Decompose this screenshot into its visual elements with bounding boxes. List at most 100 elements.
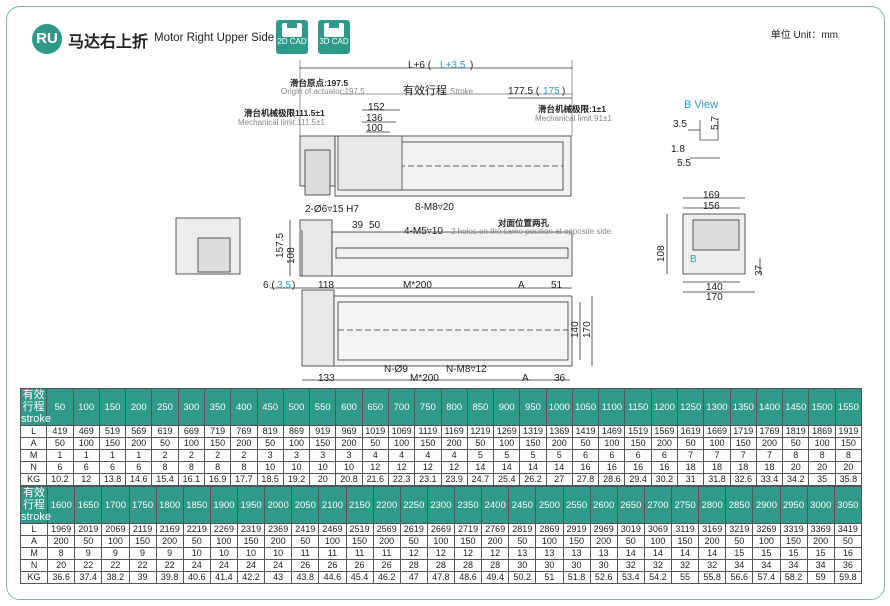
- stroke-header-cell: 300: [177, 388, 205, 426]
- table-cell: 50.2: [508, 571, 537, 584]
- table-cell: 12: [72, 473, 100, 486]
- table-cell: 20.8: [335, 473, 363, 486]
- table-cell: 2169: [155, 523, 184, 536]
- table-cell: 100: [72, 437, 100, 450]
- stroke-header-cell: 1300: [703, 388, 731, 426]
- table-cell: 40.6: [182, 571, 211, 584]
- table-cell: 150: [128, 535, 157, 548]
- table-cell: 11: [318, 547, 347, 560]
- table-cell: 969: [335, 425, 363, 438]
- table-cell: 2469: [318, 523, 347, 536]
- table-cell: 1119: [414, 425, 442, 438]
- stroke-header-cell: 2200: [372, 486, 401, 524]
- table-cell: 18: [677, 461, 705, 474]
- row-label: KG: [19, 473, 48, 486]
- row-label: N: [19, 461, 48, 474]
- table-cell: 10: [335, 461, 363, 474]
- dim-177-close: ): [562, 86, 565, 97]
- table-cell: 13: [535, 547, 564, 560]
- table-cell: 150: [729, 437, 757, 450]
- table-cell: 15: [779, 547, 808, 560]
- table-cell: 3119: [670, 523, 700, 536]
- table-cell: 1469: [598, 425, 626, 438]
- table-cell: 200: [125, 437, 153, 450]
- table-cell: 4: [440, 449, 468, 462]
- bv-35: 3.5: [277, 280, 291, 291]
- cad-2d-button[interactable]: 2D CAD: [276, 20, 308, 54]
- table-cell: 2319: [236, 523, 266, 536]
- table-cell: 50: [677, 437, 705, 450]
- table-cell: 2: [151, 449, 179, 462]
- stroke-header-cell: 1500: [808, 388, 836, 426]
- table-cell: 24.7: [466, 473, 495, 486]
- origin-label-en: Origin of actuator:197.5: [281, 87, 365, 96]
- cad-3d-button[interactable]: 3D CAD: [318, 20, 350, 54]
- table-cell: 1: [98, 449, 127, 462]
- fv-opp-en: 2 holes on the same position at opposite…: [451, 227, 613, 236]
- origin-label-cn: 滑台原点:197.5: [290, 78, 348, 88]
- table-cell: 16.1: [177, 473, 205, 486]
- stroke-header-cell: 450: [256, 388, 284, 426]
- stroke-header-cell: 2900: [752, 486, 781, 524]
- rv-37: 37: [754, 264, 765, 276]
- table-cell: 3269: [752, 523, 781, 536]
- table-cell: 12: [387, 461, 416, 474]
- stroke-header-cell: 900: [493, 388, 521, 426]
- table-cell: 1069: [387, 425, 416, 438]
- table-cell: 919: [309, 425, 337, 438]
- table-cell: 15: [725, 547, 754, 560]
- stroke-header-cell: 2300: [426, 486, 456, 524]
- table-cell: 2119: [128, 523, 157, 536]
- table-cell: 26.2: [519, 473, 547, 486]
- table-cell: 100: [598, 437, 626, 450]
- stroke-header-cell: 1250: [677, 388, 705, 426]
- bv-51: 51: [551, 280, 563, 291]
- bview-18: 1.8: [671, 144, 685, 155]
- table-cell: 50: [782, 437, 810, 450]
- table-cell: 4: [387, 449, 416, 462]
- table-cell: 13: [562, 547, 591, 560]
- table-cell: 8: [177, 461, 205, 474]
- fv-108: 108: [286, 247, 297, 264]
- table-cell: 20: [47, 559, 76, 572]
- table-cell: 54.2: [643, 571, 673, 584]
- table-cell: 10: [264, 547, 293, 560]
- table-cell: 26: [318, 559, 347, 572]
- table-cell: 27: [545, 473, 573, 486]
- table-cell: 200: [440, 437, 468, 450]
- table-cell: 100: [177, 437, 205, 450]
- table-cell: 18: [703, 461, 731, 474]
- table-cell: 7: [703, 449, 731, 462]
- corner-cn: 有效行程: [22, 389, 45, 413]
- table-cell: 8: [834, 449, 863, 462]
- table-cell: 100: [209, 535, 239, 548]
- table-cell: 1619: [677, 425, 705, 438]
- table-cell: 1419: [571, 425, 600, 438]
- stroke-header-cell: 1800: [155, 486, 184, 524]
- table-cell: 28: [399, 559, 428, 572]
- table-cell: 1169: [440, 425, 468, 438]
- stroke-header-cell: 2400: [481, 486, 510, 524]
- title-chinese: 马达右上折: [68, 34, 149, 51]
- table-cell: 10: [256, 461, 284, 474]
- table-cell: 22: [128, 559, 157, 572]
- unit-label: 单位 Unit：mm: [770, 30, 838, 41]
- table-cell: 22: [101, 559, 130, 572]
- table-cell: 2269: [209, 523, 239, 536]
- table-cell: 869: [282, 425, 311, 438]
- table-cell: 200: [155, 535, 184, 548]
- bv-a: A: [518, 280, 525, 291]
- table-cell: 15: [752, 547, 781, 560]
- row-label: A: [19, 437, 48, 450]
- stroke-header-cell: 600: [335, 388, 363, 426]
- table-cell: 6: [98, 461, 127, 474]
- table-cell: 100: [643, 535, 673, 548]
- rv-b: B: [690, 254, 697, 265]
- table-cell: 53.4: [616, 571, 645, 584]
- table-cell: 1319: [519, 425, 547, 438]
- table-cell: 50: [616, 535, 645, 548]
